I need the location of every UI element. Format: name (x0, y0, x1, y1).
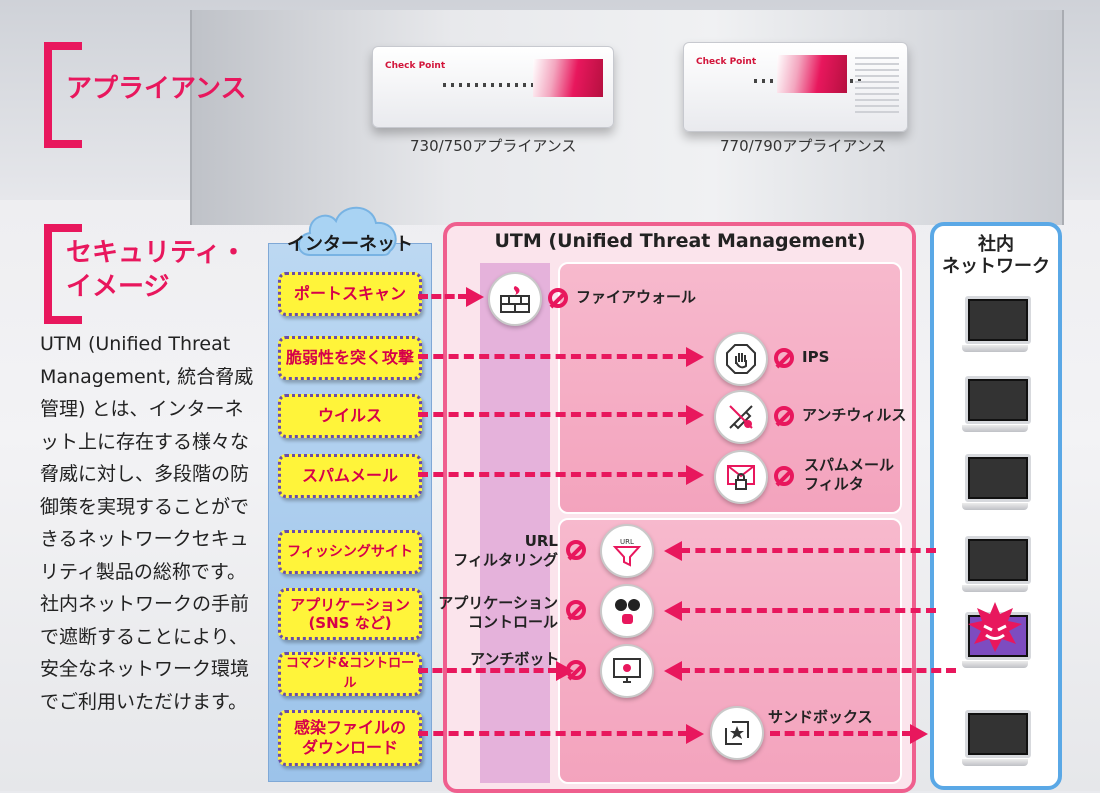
feature-label-line1: アプリケーション (438, 594, 558, 612)
feature-label-app-control: アプリケーション コントロール (420, 594, 558, 632)
threat-label: 感染ファイルの (293, 718, 406, 737)
laptop-icon (962, 536, 1031, 592)
feature-label-spam: スパムメール フィルタ (804, 456, 894, 494)
network-title-line1: 社内 (978, 234, 1014, 255)
feature-label-line1: スパムメール (804, 456, 895, 474)
firewall-icon (488, 272, 542, 326)
appliance-caption-770: 770/790アプライアンス (720, 137, 887, 155)
device-vent (855, 53, 899, 113)
arrow-url-filter (680, 548, 936, 553)
svg-text:URL: URL (620, 538, 634, 546)
arrow-head (686, 724, 704, 744)
threat-spam-mail: スパムメール (278, 454, 422, 498)
url-filter-icon: URL (600, 524, 654, 578)
threat-label: フィッシングサイト (287, 544, 413, 560)
arrow-head (686, 405, 704, 425)
arrow-spam (418, 472, 688, 477)
threat-label-sub: (SNS など) (308, 614, 392, 632)
mail-lock-icon (714, 450, 768, 504)
network-title-line2: ネットワーク (942, 256, 1050, 277)
device-stripe (777, 55, 847, 93)
section-title-security-2: イメージ (66, 272, 170, 302)
appliance-770-790: Check Point (683, 42, 908, 132)
arrow-sandbox-out (770, 731, 912, 736)
feature-label-line2: コントロール (467, 613, 558, 631)
feature-label-line2: フィルタリング (453, 551, 558, 569)
laptop-icon (962, 710, 1031, 766)
arrow-head (664, 601, 682, 621)
malware-icon (968, 602, 1022, 652)
arrow-head (664, 541, 682, 561)
appliance-730-750: Check Point (372, 46, 614, 128)
device-stripe (533, 59, 603, 97)
sandbox-icon (710, 706, 764, 760)
device-logo: Check Point (385, 61, 446, 71)
arrow-head (686, 465, 704, 485)
feature-label-antivirus: アンチウィルス (802, 406, 907, 424)
threat-label: 脆弱性を突く攻撃 (285, 348, 414, 367)
feature-label-sandbox: サンドボックス (768, 708, 873, 726)
threat-infected-download: 感染ファイルの ダウンロード (278, 710, 422, 766)
arrow-head (664, 661, 682, 681)
arrow-port-scan (418, 294, 468, 299)
feature-label-line2: フィルタ (804, 475, 864, 493)
appliance-caption-730: 730/750アプライアンス (410, 137, 577, 155)
laptop-icon (962, 376, 1031, 432)
threat-port-scan: ポートスキャン (278, 272, 422, 316)
background-door-panel (190, 10, 1064, 225)
threat-command-control: コマンド&コントロール (278, 652, 422, 696)
section-bracket-security (44, 224, 82, 324)
threat-label: ウイルス (317, 406, 382, 425)
internet-column (268, 243, 432, 782)
feature-label-line1: URL (524, 532, 558, 550)
block-icon (566, 660, 586, 680)
arrow-head (910, 724, 928, 744)
internal-network-title: 社内 ネットワーク (934, 234, 1058, 278)
threat-label: アプリケーション (290, 596, 410, 614)
feature-label-firewall: ファイアウォール (576, 288, 697, 306)
laptop-icon (962, 454, 1031, 510)
device-logo: Check Point (696, 57, 757, 67)
section-bracket-appliance (44, 42, 82, 148)
device-leds (443, 83, 553, 87)
arrow-head (466, 287, 484, 307)
section-title-security-1: セキュリティ・ (66, 238, 247, 268)
threat-label-sub: ダウンロード (301, 738, 398, 757)
syringe-icon (714, 390, 768, 444)
section-title-appliance: アプライアンス (66, 74, 247, 104)
stop-hand-icon (714, 332, 768, 386)
internet-title: インターネット (287, 234, 413, 255)
arrow-command-control-out (418, 668, 558, 673)
block-icon (548, 288, 568, 308)
block-icon (566, 600, 586, 620)
arrow-virus (418, 412, 688, 417)
infected-laptop-icon (962, 602, 1031, 668)
block-icon (566, 540, 586, 560)
threat-virus: ウイルス (278, 394, 422, 438)
cloud-icon (297, 206, 397, 256)
utm-firewall-layer (480, 263, 550, 783)
threat-label: スパムメール (301, 466, 398, 485)
threat-vulnerability-attack: 脆弱性を突く攻撃 (278, 336, 422, 380)
block-icon (774, 348, 794, 368)
laptop-icon (962, 296, 1031, 352)
arrow-vulnerability (418, 354, 688, 359)
description-text: UTM (Unified Threat Management, 統合脅威管理) … (40, 333, 254, 713)
threat-label: コマンド&コントロール (285, 656, 415, 691)
feature-label-ips: IPS (802, 348, 830, 366)
monitor-bot-icon (600, 644, 654, 698)
block-icon (774, 466, 794, 486)
arrow-app-control (680, 608, 936, 613)
block-icon (774, 406, 794, 426)
feature-label-antibot: アンチボット (470, 650, 560, 668)
threat-label: ポートスキャン (293, 284, 406, 303)
threat-phishing-site: フィッシングサイト (278, 530, 422, 574)
feature-label-url: URL フィルタリング (440, 532, 558, 570)
arrow-antibot (680, 668, 956, 673)
threat-application-sns: アプリケーション (SNS など) (278, 588, 422, 640)
utm-title: UTM (Unified Threat Management) (494, 230, 866, 252)
app-icons-icon (600, 584, 654, 638)
arrow-download (418, 731, 688, 736)
arrow-head (686, 347, 704, 367)
